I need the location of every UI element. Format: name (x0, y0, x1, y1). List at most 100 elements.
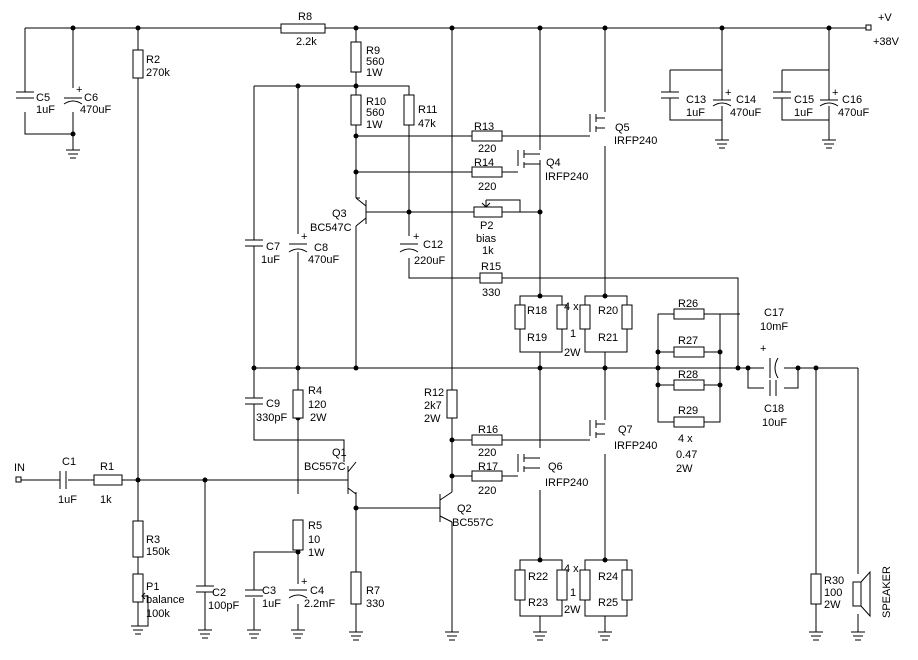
vplus-terminal (865, 24, 872, 31)
value: IRFP240 (545, 171, 588, 183)
ref: R28 (678, 369, 698, 381)
value: 1uF (686, 107, 705, 119)
ref: R1 (100, 461, 114, 473)
svg-text:+: + (301, 231, 307, 243)
ref: R9 (366, 45, 380, 57)
potentiometer-arrows (141, 200, 491, 600)
ref: Q4 (546, 157, 561, 169)
extra: 2W (310, 412, 327, 424)
value: 220uF (414, 255, 445, 267)
extra: 1W (308, 547, 325, 559)
ref: C6 (84, 92, 98, 104)
value: BC547C (310, 222, 352, 234)
input-label: IN (14, 462, 25, 474)
value: balance (146, 594, 185, 606)
extra: 1W (366, 119, 383, 131)
ref: C14 (736, 94, 756, 106)
ref: C12 (423, 239, 443, 251)
value: 2k7 (424, 400, 442, 412)
svg-text:+: + (725, 87, 731, 99)
extra: 2W (824, 599, 841, 611)
ref: Q5 (615, 122, 630, 134)
note-r22-25-count: 4 x (564, 563, 579, 575)
ref: C16 (842, 94, 862, 106)
value: 100 (824, 587, 842, 599)
capacitor-bodies: + + + + + + + (16, 28, 838, 600)
value: IRFP240 (614, 440, 657, 452)
ref: C1 (62, 456, 76, 468)
transistor-symbols (347, 114, 605, 523)
value: 560 (366, 56, 384, 68)
note-r18-21-power: 2W (564, 347, 581, 359)
ref: P2 (480, 220, 493, 232)
input-terminal (15, 476, 22, 483)
ref: Q3 (332, 208, 347, 220)
note-r22-25-value: 1 (570, 587, 576, 599)
ref: R4 (308, 385, 322, 397)
ref: R19 (527, 332, 547, 344)
value: 220 (478, 181, 496, 193)
extra: 1W (366, 67, 383, 79)
value: 1uF (794, 107, 813, 119)
ref: R10 (366, 96, 386, 108)
ref: R13 (474, 121, 494, 133)
value: 470uF (308, 254, 339, 266)
value: 1k (100, 494, 112, 506)
ref: R18 (527, 305, 547, 317)
ref: R21 (598, 332, 618, 344)
value: 1uF (36, 104, 55, 116)
ref: R29 (678, 405, 698, 417)
value: 220 (478, 143, 496, 155)
ref: R2 (146, 54, 160, 66)
ref: C8 (314, 242, 328, 254)
value: 560 (366, 107, 384, 119)
ref: C7 (266, 241, 280, 253)
svg-text:+: + (76, 84, 82, 96)
ref: R8 (298, 11, 312, 23)
value: 220 (478, 485, 496, 497)
value: 2.2k (296, 36, 317, 48)
ref: R15 (481, 261, 501, 273)
resistor-bodies (93, 23, 822, 605)
ref: R14 (474, 157, 494, 169)
vplus-value: +38V (873, 36, 900, 48)
value: 470uF (838, 107, 869, 119)
value: 1uF (58, 494, 77, 506)
speaker-symbol (852, 570, 871, 618)
value: 10mF (760, 321, 788, 333)
ref: C2 (212, 587, 226, 599)
svg-text:+: + (760, 343, 766, 355)
value: 1uF (261, 254, 280, 266)
ref: C5 (36, 92, 50, 104)
vplus-label: +V (878, 12, 892, 24)
value: 330pF (256, 412, 287, 424)
value: 150k (146, 546, 170, 558)
note-r26-29-power: 2W (676, 463, 693, 475)
value: 220 (478, 447, 496, 459)
value: 120 (308, 399, 326, 411)
ref: R23 (528, 597, 548, 609)
svg-text:+: + (301, 576, 307, 588)
ref: R22 (528, 571, 548, 583)
value: 10 (308, 534, 320, 546)
speaker-label: SPEAKER (881, 566, 893, 618)
ref: C13 (686, 94, 706, 106)
value: 10uF (762, 417, 787, 429)
ref: C3 (262, 585, 276, 597)
note-r26-29-count: 4 x (678, 433, 693, 445)
ref: R12 (424, 387, 444, 399)
labels: +V +38V IN SPEAKER 4 x 1 2W 4 x 1 2W 4 x… (14, 12, 900, 618)
junction-dots (70, 25, 832, 563)
value: bias (476, 233, 497, 245)
ref: Q1 (332, 447, 347, 459)
value: 1uF (262, 598, 281, 610)
value: 470uF (730, 107, 761, 119)
value: 330 (482, 287, 500, 299)
note-r26-29-value: 0.47 (676, 449, 697, 461)
value: BC557C (452, 517, 494, 529)
ref: R11 (418, 104, 437, 116)
value: IRFP240 (614, 135, 657, 147)
ref: C15 (794, 94, 814, 106)
